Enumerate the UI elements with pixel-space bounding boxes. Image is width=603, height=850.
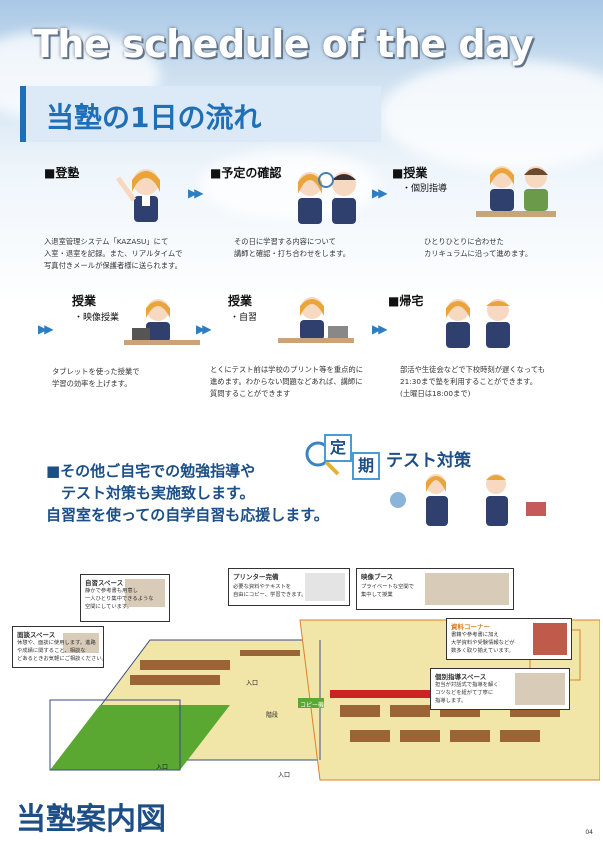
step-subtitle: ・自習 bbox=[230, 313, 258, 323]
map-label-entrance: 入口 bbox=[278, 772, 291, 779]
subtitle: 当塾の1日の流れ bbox=[46, 101, 262, 134]
students-cheering-illustration bbox=[446, 299, 510, 348]
page-number: 04 bbox=[585, 829, 593, 836]
students-books-illustration bbox=[390, 474, 546, 526]
callout-individual-space: 個別指導スペース 担当が対話式で指導を解くコツなどを紐がて丁寧に指導します。 bbox=[430, 668, 570, 710]
step-title: 授業 bbox=[228, 294, 253, 308]
step-title: ■授業 bbox=[392, 166, 428, 180]
arrow-icon: ▶▶ bbox=[38, 322, 54, 336]
callout-study-space: 自習スペース 静かで参考書も用意し一人ひとり集中できるような空間にしています。 bbox=[80, 574, 170, 622]
girl-studying-illustration bbox=[278, 297, 354, 343]
students-magnifier-illustration bbox=[298, 172, 356, 224]
extra-support-line-3: 自習室を使っての自学自習も応援します。 bbox=[46, 506, 329, 524]
step-subtitle: ・映像授業 bbox=[74, 313, 120, 323]
extra-support-line-2: テスト対策も実施致します。 bbox=[46, 484, 255, 502]
test-kanji-2: 期 bbox=[352, 452, 380, 480]
arrow-icon: ▶▶ bbox=[372, 322, 388, 336]
step-description: その日に学習する内容について講師と確認・打ち合わせをします。 bbox=[234, 237, 351, 258]
map-label-stairs: 階段 bbox=[266, 712, 279, 719]
step-description: とくにテスト前は学校のプリント等を重点的に進めます。わからない問題などあれば、講… bbox=[210, 365, 364, 398]
arrow-icon: ▶▶ bbox=[196, 322, 212, 336]
map-label-copy: コピー機 bbox=[300, 702, 325, 709]
callout-resource-corner: 資料コーナー 書籍や参考書に加え大学資料や受験情報などが数多く取り揃えています。 bbox=[446, 618, 572, 660]
step-title: ■登塾 bbox=[44, 166, 80, 180]
callout-video-booth: 映像ブース プライベートな空間で集中して授業 bbox=[356, 568, 514, 610]
callout-interview-space: 面談スペース 休憩や、面談に使用します。進路や成績に関すること、相談などあるとき… bbox=[12, 626, 107, 668]
step-subtitle: ・個別指導 bbox=[402, 184, 448, 194]
callout-printer: プリンター完備 必要な資料やテキストを自由にコピー、学習できます。 bbox=[228, 568, 350, 606]
step-title: 授業 bbox=[72, 294, 97, 308]
step-description: 入退室管理システム「KAZASU」にて入室・退室を記録。また、リアルタイムで写真… bbox=[44, 237, 183, 270]
step-description: ひとりひとりに合わせたカリキュラムに沿って進めます。 bbox=[424, 237, 533, 258]
step-description: タブレットを使った授業で学習の効率を上げます。 bbox=[52, 367, 140, 388]
teacher-student-illustration bbox=[476, 166, 556, 217]
girl-tablet-illustration bbox=[124, 299, 200, 345]
step-title: ■帰宅 bbox=[388, 294, 424, 308]
page-title: The schedule of the day bbox=[32, 22, 534, 66]
arrow-icon: ▶▶ bbox=[188, 186, 204, 200]
test-title: テスト対策 bbox=[386, 451, 471, 471]
arrow-icon: ▶▶ bbox=[372, 186, 388, 200]
map-label-entrance: 入口 bbox=[246, 680, 259, 687]
map-label-entrance: 入口 bbox=[156, 764, 169, 771]
step-title: ■予定の確認 bbox=[210, 166, 282, 180]
test-kanji-1: 定 bbox=[324, 434, 352, 462]
floor-map-title: 当塾案内図 bbox=[16, 802, 166, 837]
subtitle-banner: 当塾の1日の流れ bbox=[20, 86, 381, 142]
girl-waving-illustration bbox=[115, 169, 160, 222]
extra-support-line-1: ■その他ご自宅での勉強指導や bbox=[46, 462, 256, 480]
